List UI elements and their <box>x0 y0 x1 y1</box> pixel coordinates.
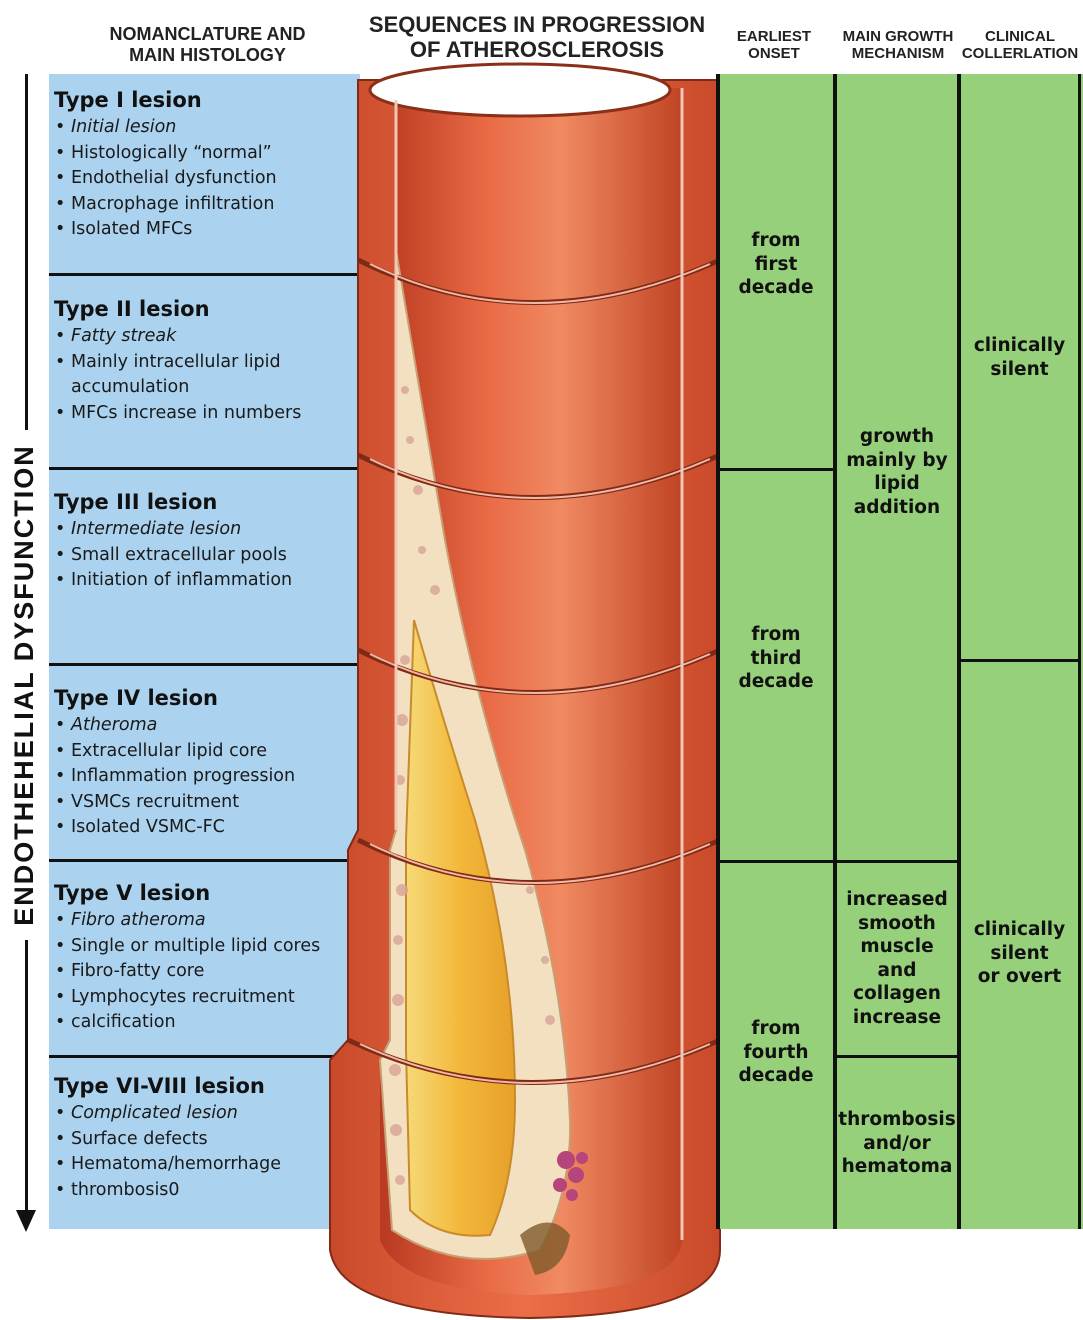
header-line: MECHANISM <box>836 45 960 62</box>
text-line: from <box>720 229 832 253</box>
mechanism-smooth-muscle-collagen: increased smooth muscle and collagen inc… <box>838 888 956 1029</box>
text-line: lipid <box>838 472 956 496</box>
text-line: clinically <box>962 334 1077 358</box>
text-line: increased <box>838 888 956 912</box>
header-line: EARLIEST <box>728 28 820 45</box>
text-line: thrombosis <box>838 1108 956 1132</box>
text-line: and <box>838 959 956 983</box>
text-line: from <box>720 623 832 647</box>
text-line: muscle <box>838 935 956 959</box>
text-line: growth <box>838 425 956 449</box>
header-line: OF ATHEROSCLEROSIS <box>362 37 712 62</box>
text-line: decade <box>720 1064 832 1088</box>
text-line: decade <box>720 276 832 300</box>
header-nomenclature: NOMANCLATURE AND MAIN HISTOLOGY <box>95 24 320 65</box>
header-line: MAIN GROWTH <box>836 28 960 45</box>
text-line: silent <box>962 942 1077 966</box>
onset-divider <box>718 860 958 863</box>
mechanism-divider <box>836 1055 958 1058</box>
text-line: hematoma <box>838 1155 956 1179</box>
header-line: SEQUENCES IN PROGRESSION <box>362 12 712 37</box>
artery-illustration <box>310 60 730 1320</box>
onset-third-decade: from third decade <box>720 623 832 694</box>
header-line: MAIN HISTOLOGY <box>95 45 320 66</box>
endothelial-dysfunction-label: ENDOTHEHELIAL DYSFUNCTION <box>2 430 46 940</box>
text-line: or overt <box>962 965 1077 989</box>
clinical-divider <box>960 659 1080 662</box>
onset-fourth-decade: from fourth decade <box>720 1017 832 1088</box>
header-line: COLLERLATION <box>958 45 1082 62</box>
text-line: decade <box>720 670 832 694</box>
down-arrow-icon <box>16 1210 36 1232</box>
mechanism-thrombosis-hematoma: thrombosis and/or hematoma <box>838 1108 956 1179</box>
artery-opening <box>370 64 670 116</box>
header-clinical: CLINICAL COLLERLATION <box>958 28 1082 63</box>
header-mechanism: MAIN GROWTH MECHANISM <box>836 28 960 63</box>
text-line: silent <box>962 358 1077 382</box>
text-line: clinically <box>962 918 1077 942</box>
text-line: first <box>720 253 832 277</box>
column-divider <box>1078 74 1081 1229</box>
clinical-silent-or-overt: clinically silent or overt <box>962 918 1077 989</box>
text-line: mainly by <box>838 449 956 473</box>
header-onset: EARLIEST ONSET <box>728 28 820 63</box>
text-line: addition <box>838 496 956 520</box>
text-line: collagen <box>838 982 956 1006</box>
onset-first-decade: from first decade <box>720 229 832 300</box>
header-sequences: SEQUENCES IN PROGRESSION OF ATHEROSCLERO… <box>362 12 712 63</box>
text-line: and/or <box>838 1132 956 1156</box>
onset-divider <box>718 468 834 471</box>
header-line: ONSET <box>728 45 820 62</box>
mechanism-lipid-addition: growth mainly by lipid addition <box>838 425 956 519</box>
text-line: from <box>720 1017 832 1041</box>
text-line: fourth <box>720 1041 832 1065</box>
text-line: third <box>720 647 832 671</box>
header-line: NOMANCLATURE AND <box>95 24 320 45</box>
text-line: smooth <box>838 912 956 936</box>
header-line: CLINICAL <box>958 28 1082 45</box>
clinical-silent: clinically silent <box>962 334 1077 381</box>
text-line: increase <box>838 1006 956 1030</box>
